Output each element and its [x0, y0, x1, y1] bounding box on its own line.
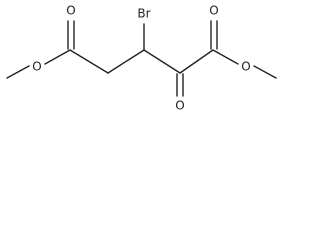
- molecule-drawing: Br O O O O O: [6, 4, 277, 113]
- bromine-label: Br: [137, 7, 150, 21]
- bond-methyl-left-to-oxygen: [6, 65, 30, 79]
- bond-ester-carbon-to-ch2: [69, 49, 109, 74]
- bond-oxygen-to-methyl-right: [253, 65, 277, 79]
- ester-carbonyl-oxygen-right-label: O: [209, 4, 218, 18]
- ester-single-oxygen-right-label: O: [241, 60, 250, 74]
- bond-ester-carbon-right-to-oxygen: [212, 49, 239, 65]
- bond-lines: [6, 20, 277, 97]
- bond-oxygen-to-ester-carbon-left: [44, 49, 71, 65]
- atom-labels: Br O O O O O: [32, 4, 250, 113]
- bond-ketone-to-ester-carbon-right: [179, 49, 214, 74]
- bond-ch2-to-chbr: [107, 49, 145, 74]
- ester-single-oxygen-left-label: O: [32, 60, 41, 74]
- structure-diagram: Br O O O O O: [0, 0, 284, 118]
- ester-carbonyl-oxygen-left-label: O: [66, 4, 75, 18]
- bond-chbr-to-ketone-carbon: [143, 49, 181, 74]
- ketone-oxygen-label: O: [175, 99, 184, 113]
